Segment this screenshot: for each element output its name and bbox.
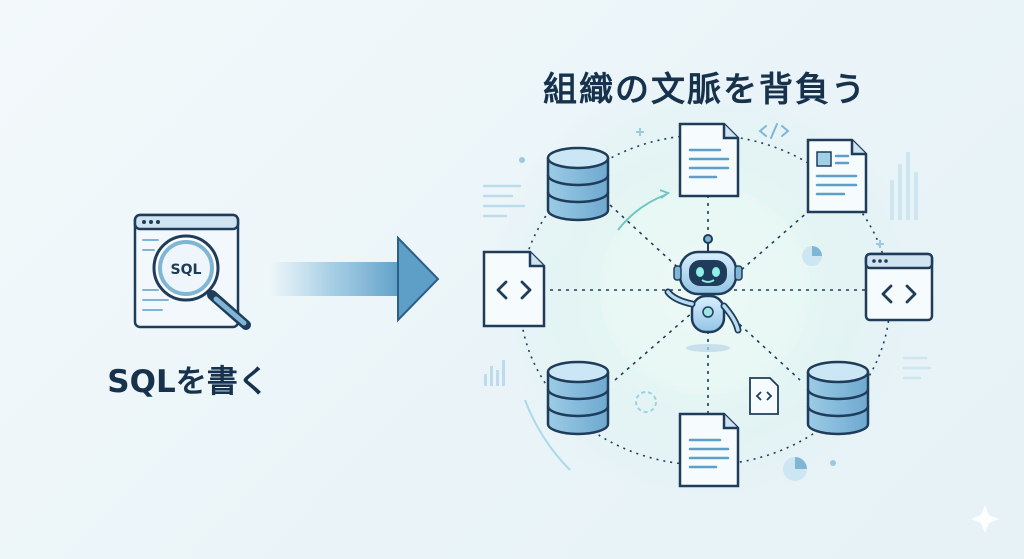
pie-chart-icon-right (802, 246, 822, 266)
right-title: 組織の文脈を背負う (543, 70, 867, 110)
sql-label: SQL (171, 262, 202, 278)
text-lines-decoration-left (482, 184, 526, 218)
database-icon-bottom-right (806, 360, 870, 436)
corner-sparkle-icon (971, 505, 999, 533)
bar-chart-icon-right (890, 152, 918, 220)
left-caption: SQLを書く (107, 364, 269, 400)
sql-browser-icon: SQL (133, 213, 251, 330)
code-window-icon-right (864, 252, 934, 322)
pie-chart-icon-bottom (783, 457, 807, 481)
sparkle-icon-right (876, 240, 884, 248)
dot-decoration (519, 157, 525, 163)
document-icon-top-right (806, 138, 868, 214)
bar-chart-icon-left (484, 360, 505, 386)
robot-icon (664, 234, 743, 352)
document-icon-top (678, 122, 740, 198)
database-icon-bottom-left (546, 360, 610, 436)
small-code-file-icon (749, 377, 779, 415)
main-arrow (270, 235, 440, 323)
text-lines-decoration-right (902, 356, 932, 380)
inner-arc-arrowhead (659, 189, 671, 199)
document-icon-bottom (678, 412, 740, 488)
code-tag-icon-top (758, 123, 790, 139)
dashed-circle-decoration (635, 391, 657, 413)
sparkle-icon-top (636, 128, 644, 136)
code-file-icon-left (482, 250, 546, 328)
dot-decoration (830, 460, 836, 466)
outer-arc (524, 399, 571, 471)
database-icon-top-left (546, 146, 610, 222)
inner-arc (617, 194, 666, 231)
